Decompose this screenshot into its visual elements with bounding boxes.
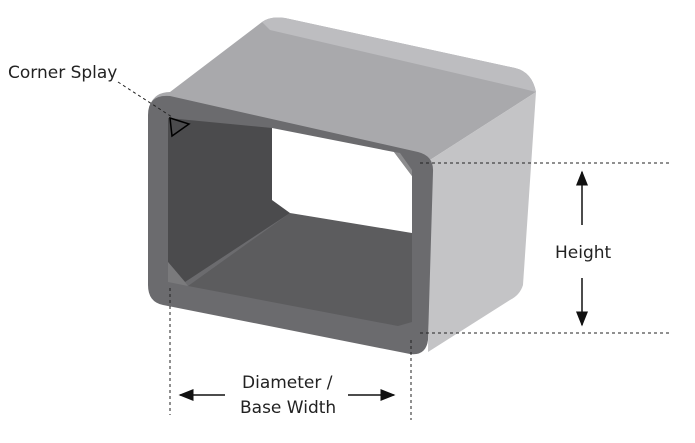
diameter-label-line2: Base Width bbox=[240, 398, 336, 418]
height-label: Height bbox=[555, 243, 612, 263]
diameter-label-line1: Diameter / bbox=[242, 373, 333, 393]
inner-wall bbox=[168, 118, 290, 282]
opening bbox=[272, 128, 412, 233]
corner-splay-leader bbox=[117, 81, 173, 118]
inner-floor bbox=[188, 213, 412, 326]
box-3d-shape bbox=[148, 17, 536, 355]
corner-splay-label: Corner Splay bbox=[8, 63, 117, 83]
right-face bbox=[428, 92, 536, 352]
corner-splay-marker bbox=[169, 116, 191, 138]
